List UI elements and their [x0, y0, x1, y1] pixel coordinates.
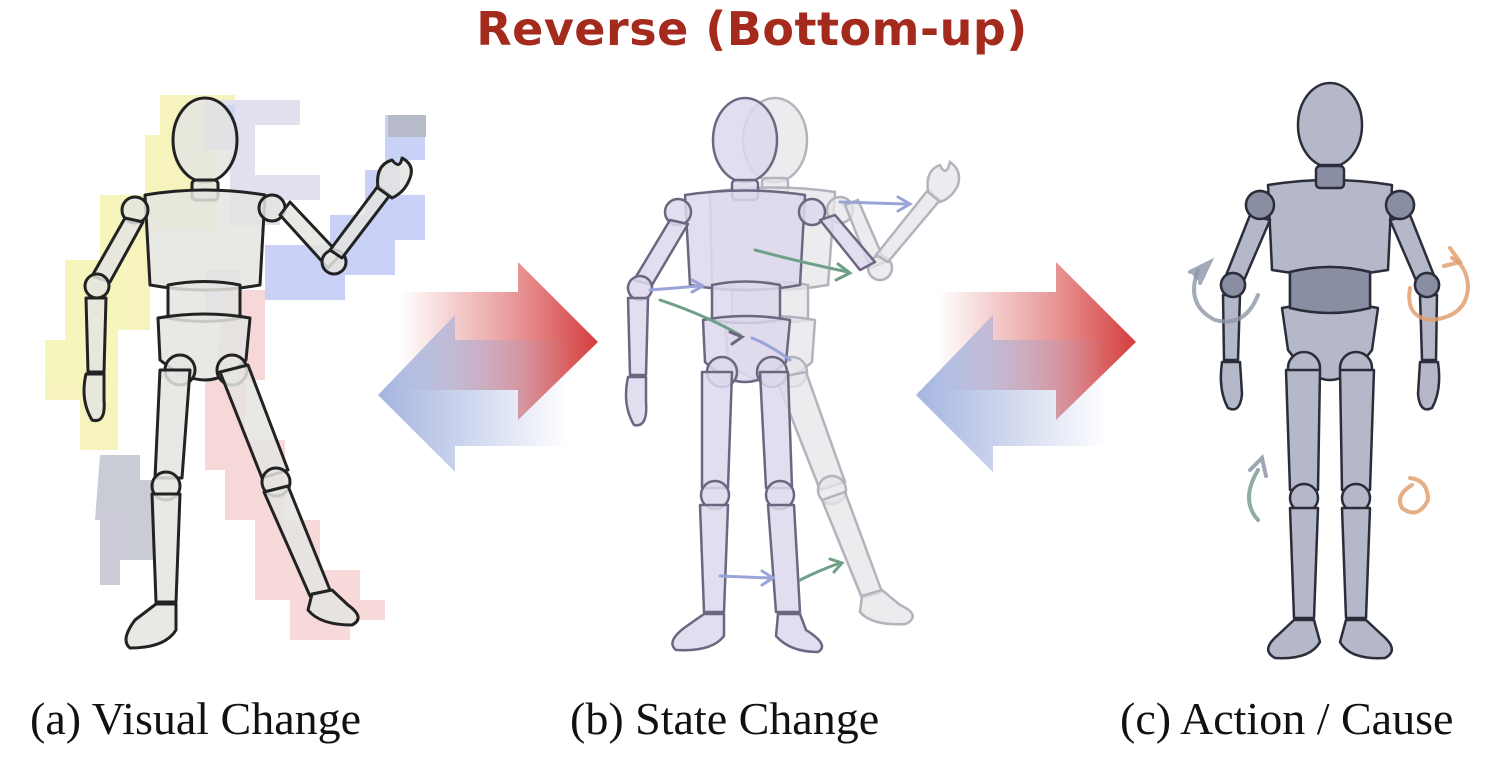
panel-b-state-change [624, 96, 961, 654]
backward-arrow [378, 315, 570, 472]
motion-arrow-icon [648, 284, 702, 292]
joint-accents [1219, 164, 1441, 315]
motion-arrow-icon [750, 336, 792, 362]
panel-a-visual-change [45, 95, 426, 650]
double-arrow-icon [378, 262, 598, 472]
caption-state-change: (b) State Change [570, 693, 880, 744]
rotation-arrows [1188, 246, 1471, 522]
panel-c-action-cause [1188, 81, 1471, 660]
blue-patch-upper [265, 115, 425, 300]
rotation-arrow-icon [1192, 268, 1260, 324]
gray-patch-low [95, 455, 155, 585]
rotation-arrow-icon [1247, 468, 1260, 522]
diagram-title: Reverse (Bottom-up) [476, 2, 1028, 56]
rotation-arrow-icon [1398, 476, 1431, 515]
motion-arrows [648, 195, 913, 587]
mannequin-a [82, 96, 413, 650]
gray-patch-top [388, 115, 426, 137]
caption-action-cause: (c) Action / Cause [1120, 693, 1454, 744]
caption-visual-change: (a) Visual Change [30, 693, 362, 744]
rotation-arrow-icon [1407, 256, 1471, 323]
backward-arrow [916, 315, 1108, 472]
motion-arrow-icon [753, 248, 850, 274]
motion-arrow-icon [798, 561, 842, 582]
mannequin-b-old-state [624, 96, 877, 654]
motion-arrow-icon [838, 200, 907, 206]
motion-arrow-icon [658, 298, 742, 337]
motion-arrow-icon [718, 574, 772, 580]
double-arrow-icon [916, 262, 1136, 472]
